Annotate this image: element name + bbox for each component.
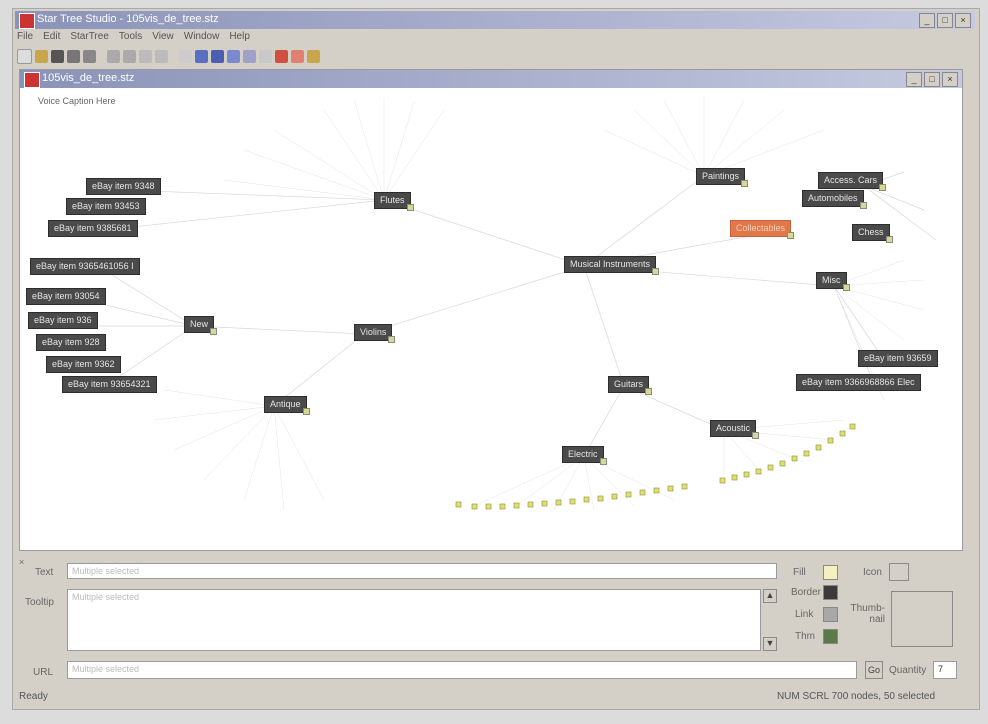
app-window: Star Tree Studio - 105vis_de_tree.stz _ … bbox=[12, 8, 980, 710]
node-musical-instruments[interactable]: Musical Instruments bbox=[564, 256, 660, 275]
node-flutes[interactable]: Flutes bbox=[374, 192, 414, 211]
minimize-button[interactable]: _ bbox=[919, 13, 935, 28]
unlink-icon[interactable] bbox=[243, 49, 256, 63]
node-item[interactable]: eBay item 9362 bbox=[46, 356, 121, 373]
voice-caption: Voice Caption Here bbox=[38, 96, 116, 106]
menu-window[interactable]: Window bbox=[183, 31, 220, 42]
app-title: Star Tree Studio - 105vis_de_tree.stz bbox=[37, 13, 219, 25]
url-label: URL bbox=[33, 667, 54, 678]
tree-canvas[interactable]: Voice Caption Here bbox=[24, 90, 956, 546]
scroll-down-button[interactable]: ▼ bbox=[763, 637, 777, 651]
document-window: 105vis_de_tree.stz _ □ × Voice Caption H… bbox=[19, 69, 963, 551]
menu-file[interactable]: File bbox=[17, 31, 34, 42]
properties-panel: × Text Multiple selected Tooltip Multipl… bbox=[19, 555, 973, 685]
node-antique[interactable]: Antique bbox=[264, 396, 310, 415]
link-icon[interactable] bbox=[227, 49, 240, 63]
open-icon[interactable] bbox=[35, 49, 48, 63]
paste-icon[interactable] bbox=[139, 49, 152, 63]
maximize-button[interactable]: □ bbox=[937, 13, 953, 28]
node-paintings[interactable]: Paintings bbox=[696, 168, 749, 187]
copy-icon[interactable] bbox=[123, 49, 136, 63]
menu-view[interactable]: View bbox=[152, 31, 174, 42]
node-chess[interactable]: Chess bbox=[852, 224, 893, 243]
node-acoustic[interactable]: Acoustic bbox=[710, 420, 760, 439]
menu-tools[interactable]: Tools bbox=[118, 31, 143, 42]
doc-close-button[interactable]: × bbox=[942, 72, 958, 87]
thm-label: Thm bbox=[795, 631, 815, 642]
close-button[interactable]: × bbox=[955, 13, 971, 28]
scroll-up-button[interactable]: ▲ bbox=[763, 589, 777, 603]
undo-icon[interactable] bbox=[155, 49, 168, 63]
node-item[interactable]: eBay item 93654321 bbox=[62, 376, 157, 393]
save-icon[interactable] bbox=[51, 49, 64, 63]
url-field[interactable]: Multiple selected bbox=[67, 661, 857, 679]
go-button[interactable]: Go bbox=[865, 661, 883, 679]
quantity-field[interactable]: 7 bbox=[933, 661, 957, 679]
link-label: Link bbox=[795, 609, 814, 620]
node-misc[interactable]: Misc bbox=[816, 272, 850, 291]
border-swatch[interactable] bbox=[823, 585, 838, 600]
node-item[interactable]: eBay item 9366968866 Elec bbox=[796, 374, 921, 391]
status-ready: Ready bbox=[19, 691, 48, 702]
document-icon bbox=[24, 72, 40, 88]
menu-help[interactable]: Help bbox=[229, 31, 250, 42]
status-info: NUM SCRL 700 nodes, 50 selected bbox=[776, 691, 935, 702]
print-icon[interactable] bbox=[67, 49, 80, 63]
doc-maximize-button[interactable]: □ bbox=[924, 72, 940, 87]
app-titlebar: Star Tree Studio - 105vis_de_tree.stz _ … bbox=[15, 11, 975, 29]
node-automobiles[interactable]: Automobiles bbox=[802, 190, 867, 209]
toolbar bbox=[17, 47, 320, 65]
fill-swatch[interactable] bbox=[823, 565, 838, 580]
preview-icon[interactable] bbox=[83, 49, 96, 63]
app-icon bbox=[19, 13, 35, 29]
thumbnail-button[interactable] bbox=[891, 591, 953, 647]
node-item[interactable]: eBay item 93659 bbox=[858, 350, 938, 367]
tree-links bbox=[83, 96, 937, 511]
node-item[interactable]: eBay item 9385681 bbox=[48, 220, 138, 237]
node-item[interactable]: eBay item 936 bbox=[28, 312, 98, 329]
text-field[interactable]: Multiple selected bbox=[67, 563, 777, 579]
doc-minimize-button[interactable]: _ bbox=[906, 72, 922, 87]
menu-edit[interactable]: Edit bbox=[43, 31, 61, 42]
link-swatch[interactable] bbox=[823, 607, 838, 622]
node-access-cars[interactable]: Access. Cars bbox=[818, 172, 887, 191]
add-child-icon[interactable] bbox=[211, 49, 224, 63]
text-label: Text bbox=[35, 567, 54, 578]
node-electric[interactable]: Electric bbox=[562, 446, 607, 465]
icon-label: Icon bbox=[863, 567, 882, 578]
border-label: Border bbox=[791, 587, 822, 598]
node-guitars[interactable]: Guitars bbox=[608, 376, 653, 395]
tool-b-icon[interactable] bbox=[259, 49, 272, 63]
tooltip-field[interactable]: Multiple selected bbox=[67, 589, 761, 651]
document-title: 105vis_de_tree.stz bbox=[42, 72, 135, 84]
help-icon[interactable] bbox=[307, 49, 320, 63]
cut-icon[interactable] bbox=[107, 49, 120, 63]
tool-a-icon[interactable] bbox=[179, 49, 192, 63]
tool-c-icon[interactable] bbox=[291, 49, 304, 63]
node-item[interactable]: eBay item 9365461056 I bbox=[30, 258, 140, 275]
node-item[interactable]: eBay item 93054 bbox=[26, 288, 106, 305]
node-item[interactable]: eBay item 9348 bbox=[86, 178, 161, 195]
menu-startree[interactable]: StarTree bbox=[70, 31, 109, 42]
quantity-label: Quantity bbox=[889, 665, 927, 676]
fill-label: Fill bbox=[793, 567, 806, 578]
new-icon[interactable] bbox=[17, 48, 32, 64]
node-item[interactable]: eBay item 928 bbox=[36, 334, 106, 351]
node-violins[interactable]: Violins bbox=[354, 324, 396, 343]
delete-icon[interactable] bbox=[275, 49, 288, 63]
thm-swatch[interactable] bbox=[823, 629, 838, 644]
tooltip-label: Tooltip bbox=[25, 597, 54, 608]
menu-bar: File Edit StarTree Tools View Window Hel… bbox=[17, 31, 250, 45]
status-bar: Ready NUM SCRL 700 nodes, 50 selected bbox=[15, 689, 975, 705]
document-titlebar: 105vis_de_tree.stz _ □ × bbox=[20, 70, 962, 88]
panel-close-icon[interactable]: × bbox=[19, 557, 25, 567]
node-collectables[interactable]: Collectables bbox=[730, 220, 795, 239]
icon-button[interactable] bbox=[889, 563, 909, 581]
add-node-icon[interactable] bbox=[195, 49, 208, 63]
node-new[interactable]: New bbox=[184, 316, 218, 335]
thumbnail-label: Thumb-nail bbox=[850, 603, 885, 625]
node-item[interactable]: eBay item 93453 bbox=[66, 198, 146, 215]
